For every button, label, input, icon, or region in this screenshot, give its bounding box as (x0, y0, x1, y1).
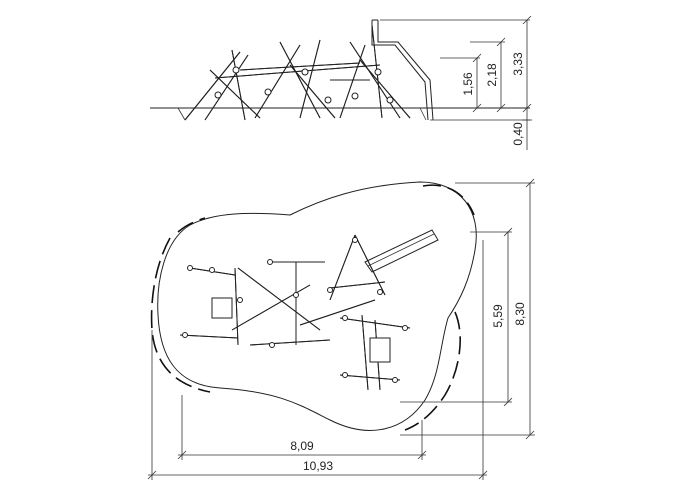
fall-zone-dashed-outline (150, 237, 211, 393)
dimension-platform-height: 1,56 (461, 72, 475, 96)
safety-area-outline (157, 181, 477, 431)
plan-view: 8,30 5,59 8,09 10,93 (147, 178, 535, 480)
dimension-inner-depth: 5,59 (491, 304, 505, 328)
dimension-foundation-depth: 0,40 (511, 122, 525, 146)
dimension-overall-width: 10,93 (303, 459, 333, 473)
elevation-view: 3,33 2,18 1,56 0,40 (150, 15, 532, 150)
plan-log-frame (179, 234, 411, 391)
dimension-overall-depth: 8,30 (513, 302, 527, 326)
dimension-total-height: 3,33 (511, 52, 525, 76)
elevation-dimension-lines (380, 15, 532, 150)
plan-slide (364, 229, 439, 273)
dimension-inner-width: 8,09 (290, 439, 314, 453)
elevation-slide (371, 19, 434, 121)
elevation-log-frame (184, 24, 411, 121)
plan-dimension-lines (147, 178, 535, 480)
dimension-deck-height: 2,18 (485, 63, 499, 87)
